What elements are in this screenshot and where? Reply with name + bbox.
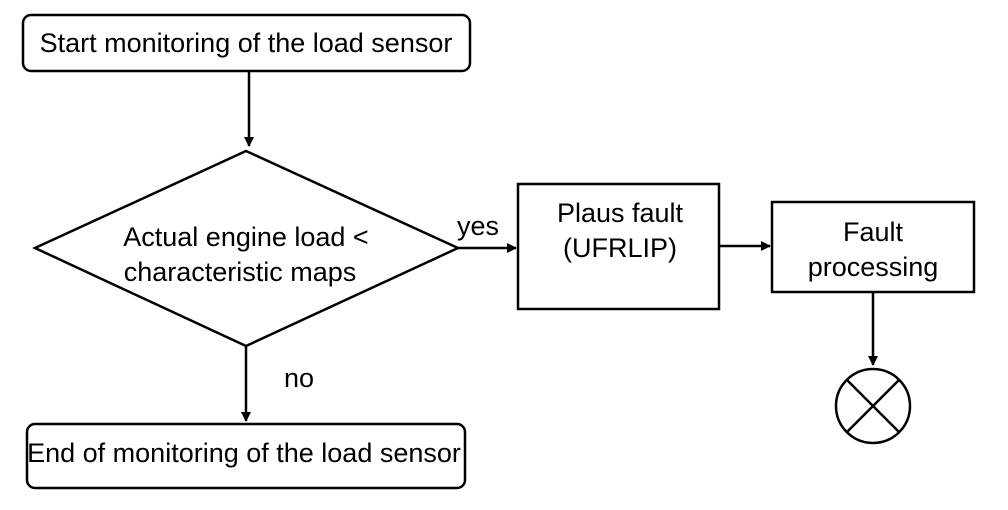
fault-processing-label-line1: Fault [843, 217, 904, 247]
plaus-fault-label-line2: (UFRLIP) [563, 233, 677, 263]
no-label: no [284, 363, 314, 393]
decision-node-label-line2: characteristic maps [124, 257, 357, 287]
end-node-label: End of monitoring of the load sensor [27, 438, 461, 468]
decision-node-label-line1: Actual engine load < [123, 222, 368, 252]
plaus-fault-label-line1: Plaus fault [557, 198, 684, 228]
circle-x-icon [834, 367, 912, 445]
yes-label: yes [457, 211, 499, 241]
start-node-label: Start monitoring of the load sensor [40, 28, 453, 58]
fault-processing-label-line2: processing [808, 252, 939, 282]
plaus-fault-node [516, 182, 721, 311]
end-node [25, 422, 467, 490]
start-node [21, 13, 472, 73]
